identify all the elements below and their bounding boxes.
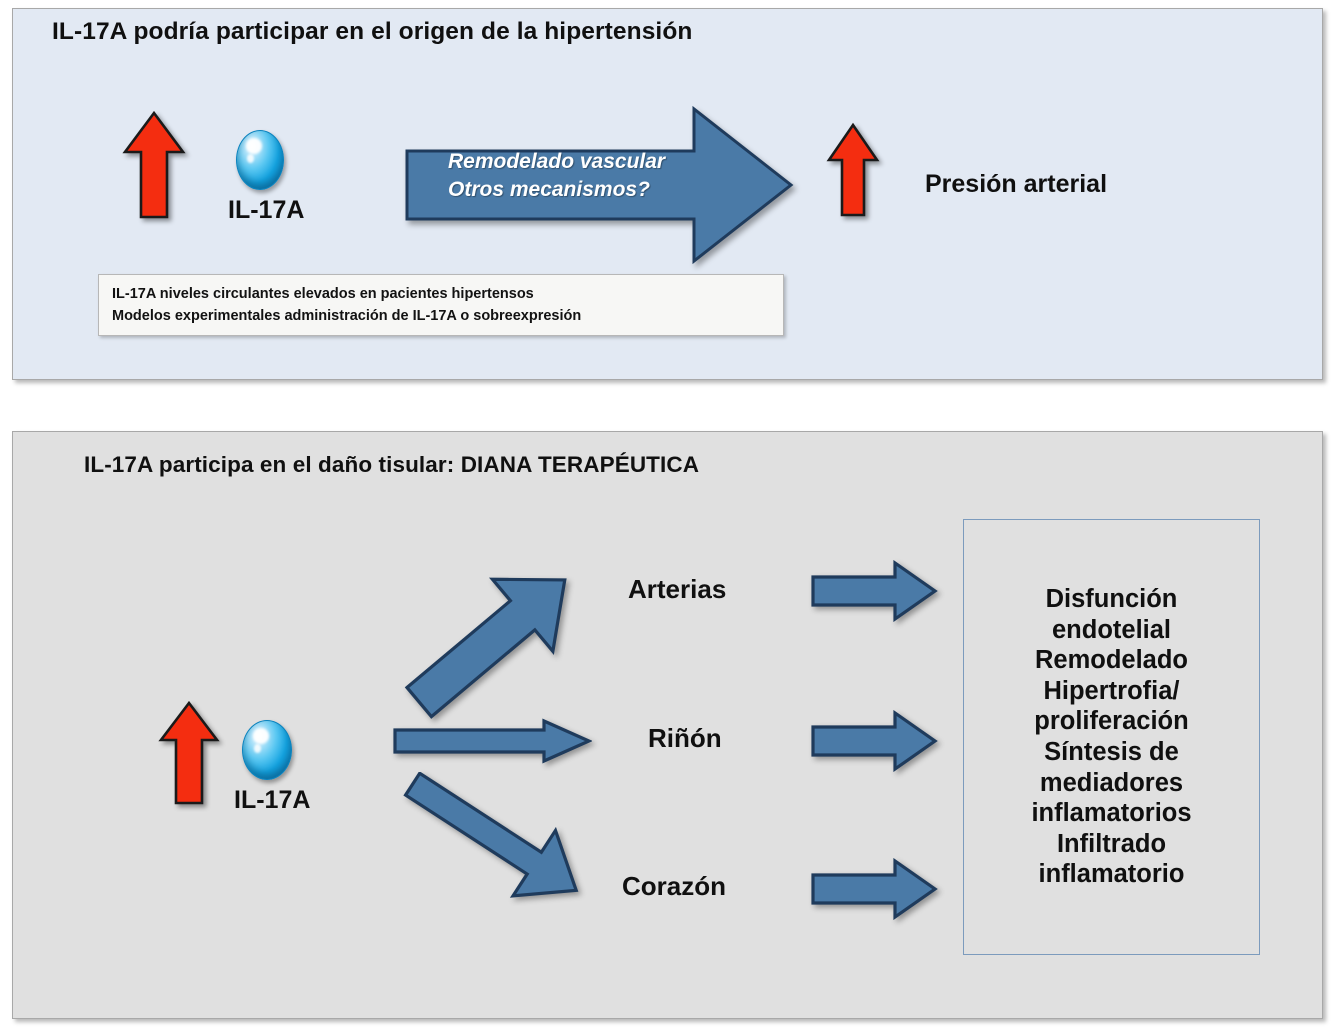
outcome-line: Infiltrado (1056, 829, 1167, 858)
outcome-line: inflamatorios (1031, 799, 1192, 828)
molecule-label: IL-17A (234, 786, 311, 814)
organ-label-arterias: Arterias (628, 574, 727, 604)
evidence-line-2: Modelos experimentales administración de… (112, 308, 582, 325)
red-up-arrow-icon-bottom (158, 700, 220, 806)
right-arrow-icon-corazon-outcome (810, 857, 938, 921)
organ-label-corazon: Corazón (622, 871, 726, 901)
outcome-line: Síntesis de (1044, 738, 1179, 766)
outcome-line: Hipertrofia/ (1043, 676, 1180, 705)
red-up-arrow-icon-pressure (826, 122, 880, 218)
outcome-box: Disfunción endotelial Remodelado Hipertr… (963, 519, 1260, 955)
outcome-line: endotelial (1051, 615, 1172, 644)
mechanism-arrow-line-2: Otros mecanismos? (448, 177, 650, 201)
mechanism-right-arrow-icon (404, 105, 794, 265)
evidence-line-1: IL-17A niveles circulantes elevados en p… (112, 286, 534, 302)
pressure-label: Presión arterial (925, 170, 1108, 198)
outcome-line: Disfunción (1045, 585, 1178, 614)
mechanism-arrow-text: Remodelado vascular Otros mecanismos? (448, 148, 748, 203)
mechanism-arrow-line-1: Remodelado vascular (448, 150, 666, 173)
molecule-label: IL-17A (228, 196, 305, 224)
right-arrow-icon-rinon-outcome (810, 709, 938, 773)
right-arrow-icon-arterias-outcome (810, 559, 938, 623)
molecule-il17a-bottom: IL-17A (234, 720, 310, 815)
panel-bottom-title: IL-17A participa en el daño tisular: DIA… (84, 452, 700, 477)
outcome-line: Remodelado (1034, 646, 1189, 675)
diagonal-down-right-arrow-icon (392, 771, 597, 902)
outcome-line: inflamatorio (1038, 860, 1185, 889)
blue-sphere-icon (236, 130, 284, 190)
outcome-line: proliferación (1034, 707, 1189, 736)
molecule-il17a-top: IL-17A (228, 130, 304, 225)
evidence-box: IL-17A niveles circulantes elevados en p… (98, 274, 784, 336)
right-arrow-icon-kidney (392, 718, 593, 764)
panel-top-title: IL-17A podría participar en el origen de… (52, 18, 693, 45)
outcome-line: mediadores (1039, 768, 1184, 797)
diagonal-up-right-arrow-icon (392, 556, 592, 726)
red-up-arrow-icon (122, 110, 186, 220)
organ-label-rinon: Riñón (648, 723, 722, 753)
blue-sphere-icon (242, 720, 292, 780)
